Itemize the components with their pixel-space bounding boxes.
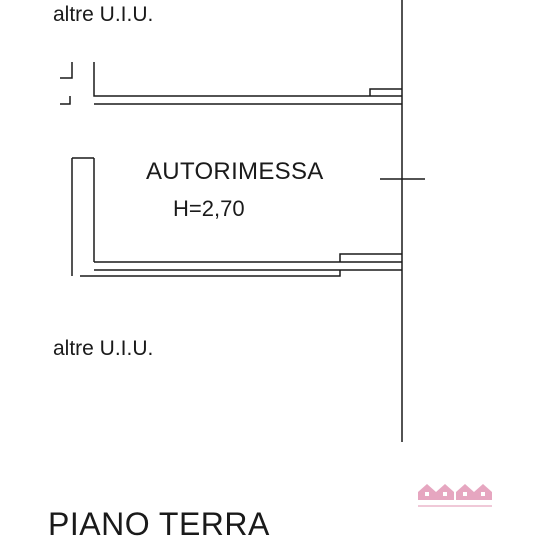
lower-wall xyxy=(80,253,402,277)
room-height-label: H=2,70 xyxy=(173,196,245,221)
room-name-label: AUTORIMESSA xyxy=(146,158,324,185)
upper-unit-label: altre U.I.U. xyxy=(53,3,154,26)
floor-title: PIANO TERRA xyxy=(48,506,270,542)
houses-logo-icon xyxy=(414,478,498,518)
upper-wall xyxy=(60,62,402,105)
lower-unit-label: altre U.I.U. xyxy=(53,337,154,360)
garage-left-wall xyxy=(71,157,95,276)
